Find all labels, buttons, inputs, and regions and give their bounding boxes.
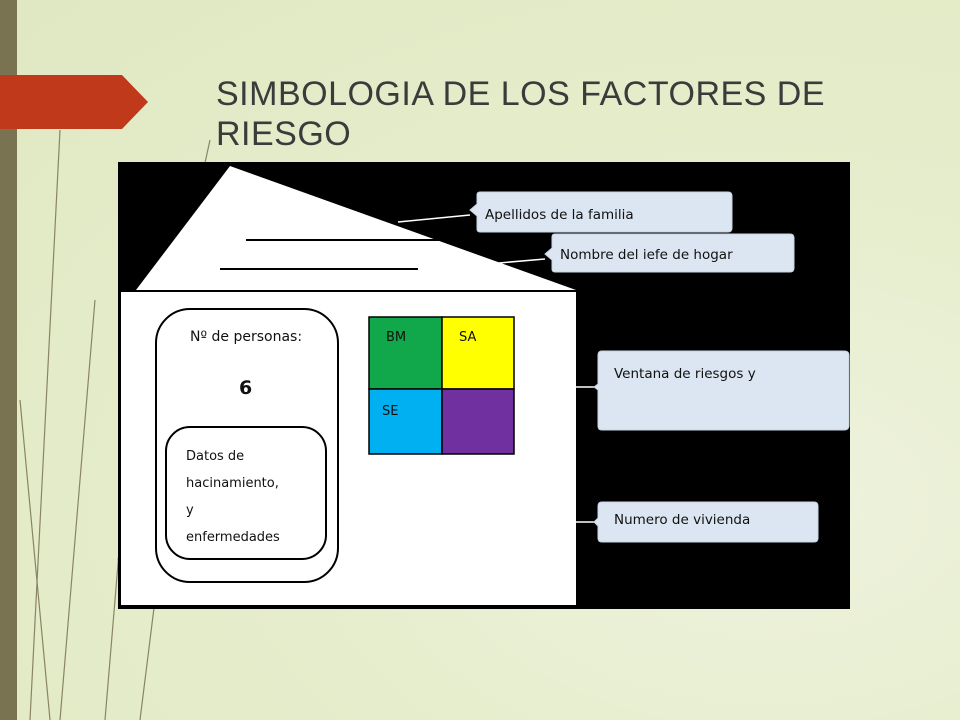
data-box-line: hacinamiento,: [186, 476, 279, 491]
risk-window-quadrant: [368, 388, 443, 455]
data-box-line: y: [186, 503, 194, 518]
callout-house-number: Numero de vivienda: [614, 512, 751, 528]
data-box: [165, 426, 327, 560]
slide-title: SIMBOLOGIA DE LOS FACTORES DE RIESGO: [216, 75, 826, 153]
data-box-line: enfermedades: [186, 530, 280, 545]
left-accent-bar: [0, 0, 17, 720]
house-roof: [136, 166, 576, 290]
risk-window-quadrant: [441, 316, 515, 390]
callout-risk-window: Ventana de riesgos y: [614, 366, 756, 382]
callout-head-of-household: Nombre del iefe de hogar: [560, 247, 733, 263]
risk-code-label: SA: [459, 330, 477, 345]
persons-label: Nº de personas:: [190, 329, 303, 345]
connector-head: [417, 258, 546, 271]
risk-window-quadrant: [368, 316, 443, 390]
connector-family: [397, 214, 471, 223]
data-box-text: Datos de hacinamiento, y enfermedades: [186, 443, 280, 551]
callout-number-box: [593, 501, 819, 543]
risk-symbology-diagram: Nº de personas: 6 Datos de hacinamiento,…: [118, 162, 850, 609]
callout-window-box: [593, 350, 850, 431]
risk-window-quadrant: [441, 388, 515, 455]
risk-code-label: BM: [386, 330, 407, 345]
data-box-line: Datos de: [186, 449, 245, 464]
risk-code-label: SE: [382, 404, 399, 419]
title-accent-tab: [0, 75, 148, 129]
callout-family-names: Apellidos de la familia: [485, 207, 634, 223]
persons-value: 6: [239, 377, 253, 399]
callout-family-box: [469, 191, 733, 233]
callout-head-box: [544, 233, 795, 273]
